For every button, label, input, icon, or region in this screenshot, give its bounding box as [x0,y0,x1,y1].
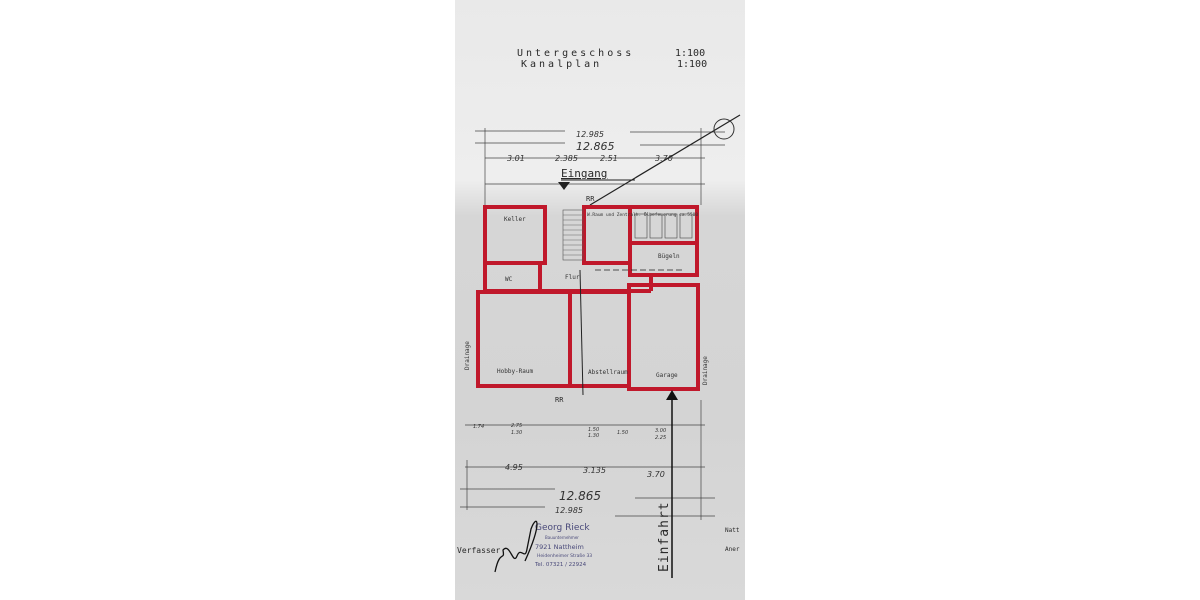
bottom-dim-3: 3.70 [647,470,665,479]
bottom-small-1: 1.74 [473,424,484,430]
bottom-small-8: 2.25 [655,435,666,441]
room-hobby: Hobby-Raum [497,368,534,375]
bottom-small-4: 1.50 [588,427,599,433]
bottom-dim-2: 3.135 [583,466,606,475]
stamp-city: 7921 Nattheim [535,543,584,551]
stamp-title: Bauunternehmer [545,535,579,540]
top-inner-dimension: 12.865 [576,140,615,153]
room-buegeln: Bügeln [658,253,680,260]
drainage-left: Drainage [464,341,471,370]
top-dim-3: 2.51 [600,154,618,163]
entrance-label: Eingang [561,167,607,180]
title-line2: Kanalplan [521,59,602,70]
top-dimension-lines [475,128,725,205]
top-outer-dimension: 12.985 [576,130,604,139]
bottom-dim-1: 4.95 [505,463,523,472]
signature [494,520,538,573]
top-dim-1: 3.01 [507,154,525,163]
bottom-small-5: 1.30 [588,433,599,439]
stamp-name: Georg Rieck [535,523,590,533]
drainage-right: Drainage [702,356,709,385]
room-heizraum: W.Raum und Zentralh. Ölbefeuerung ca.550… [587,211,698,218]
sewer-line [589,114,741,206]
room-wc: WC [505,276,513,283]
sewer-line-main [579,269,584,396]
bottom-small-7: 3.00 [655,428,666,434]
stamp-phone: Tel. 07321 / 22924 [534,562,587,568]
bottom-small-2: 2.75 [511,423,522,429]
margin-right-1: Natt [725,527,740,534]
bottom-small-6: 1.50 [617,430,628,436]
room-keller: Keller [504,216,526,223]
driveway-label: Einfahrt [657,501,672,572]
top-dim-2: 2.385 [555,154,578,163]
bottom-inner-dimension: 12.865 [559,489,601,503]
title-line2-scale: 1:100 [677,59,707,70]
top-dim-4: 3.70 [655,154,673,163]
walls [476,205,700,391]
staircase [562,209,584,261]
rr-bottom-label: RR [555,396,564,404]
bottom-small-3: 1.30 [511,430,522,436]
stamp-street: Heidenheimer Straße 33 [537,553,592,559]
manhole-icon [713,118,735,140]
margin-right-2: Aner [725,546,740,553]
driveway-arrow-icon [666,390,678,400]
author-label: Verfasser [457,546,501,555]
oil-tanks [634,213,693,239]
floor-plan: Untergeschoss 1:100 Kanalplan 1:100 12.9… [457,48,741,578]
room-garage: Garage [656,372,678,379]
room-flur: Flur [565,274,580,281]
entrance-arrow-icon [558,182,570,190]
bottom-outer-dimension: 12.985 [555,506,583,515]
rr-top-label: RR [586,195,595,203]
bottom-dimension-lines [460,400,715,520]
room-abstellraum: Abstellraum [588,369,628,376]
title-line1: Untergeschoss [517,48,634,59]
title-line1-scale: 1:100 [675,48,705,59]
